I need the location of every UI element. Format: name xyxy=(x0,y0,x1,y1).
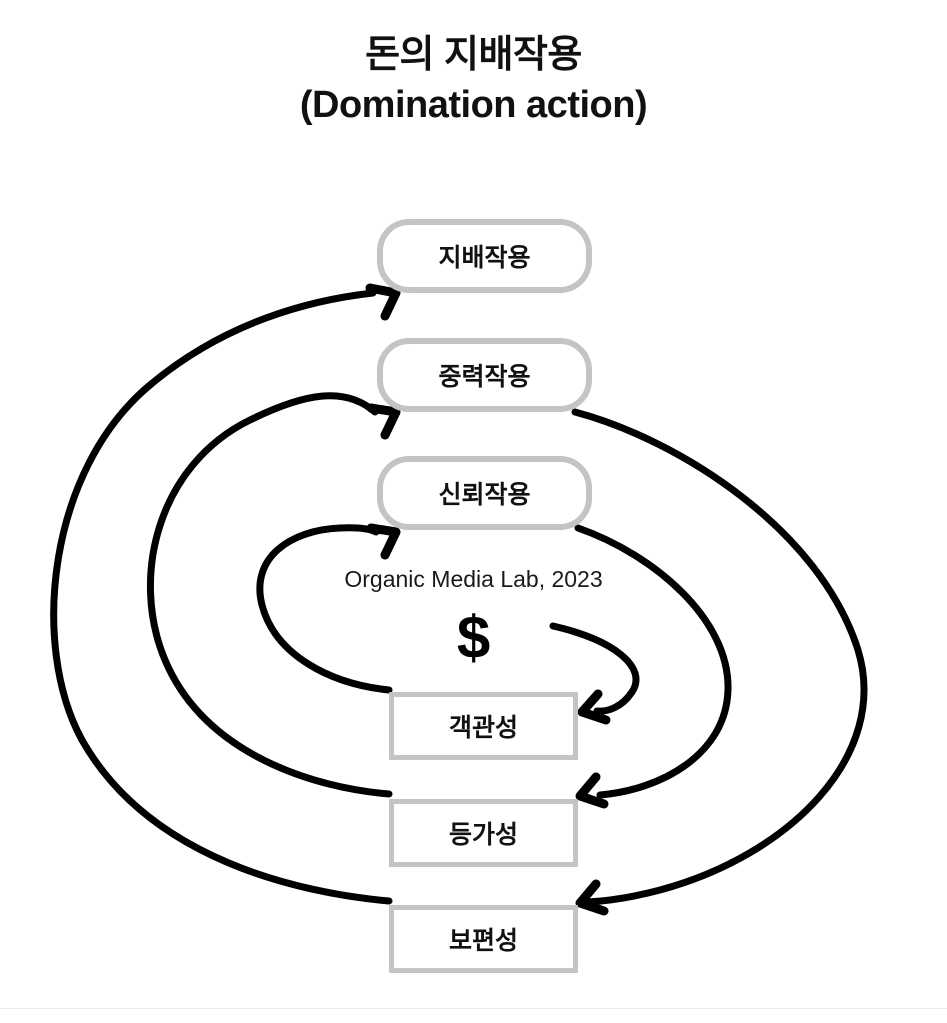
node-trust-label: 신뢰작용 xyxy=(438,481,531,509)
arrowhead-gravity xyxy=(366,403,401,440)
flow-trust-to-objectivity xyxy=(549,622,640,725)
node-universality-label: 보편성 xyxy=(448,927,518,955)
title-line-korean: 돈의 지배작용 xyxy=(365,34,582,76)
arrowhead-domination xyxy=(365,283,401,321)
credit-text: Organic Media Lab, 2023 xyxy=(344,566,603,592)
flow-gravity-to-equivalence xyxy=(574,524,732,809)
node-gravity[interactable]: 중력작용 xyxy=(377,338,592,412)
page-title: 돈의 지배작용 (Domination action) xyxy=(0,30,947,130)
arrowhead-equivalence xyxy=(575,772,609,809)
flow-equivalence-to-gravity xyxy=(146,392,401,798)
node-equivalence-label: 등가성 xyxy=(448,821,518,849)
flow-domination-to-universality xyxy=(571,408,868,916)
flow-objectivity-to-trust xyxy=(256,523,401,694)
arrowhead-objectivity xyxy=(577,689,611,725)
title-line-english: (Domination action) xyxy=(299,84,648,126)
node-objectivity[interactable]: 객관성 xyxy=(389,692,578,760)
flow-universality-to-domination xyxy=(50,283,401,905)
bottom-divider xyxy=(0,1008,947,1009)
arrowhead-trust xyxy=(366,523,401,560)
node-gravity-label: 중력작용 xyxy=(438,363,531,391)
dollar-sign-icon: $ xyxy=(456,604,491,671)
arrowhead-universality xyxy=(575,879,609,916)
node-domination-label: 지배작용 xyxy=(438,244,531,272)
node-domination[interactable]: 지배작용 xyxy=(377,219,592,293)
node-equivalence[interactable]: 등가성 xyxy=(389,799,578,867)
node-universality[interactable]: 보편성 xyxy=(389,905,578,973)
node-objectivity-label: 객관성 xyxy=(448,714,518,742)
node-trust[interactable]: 신뢰작용 xyxy=(377,456,592,530)
